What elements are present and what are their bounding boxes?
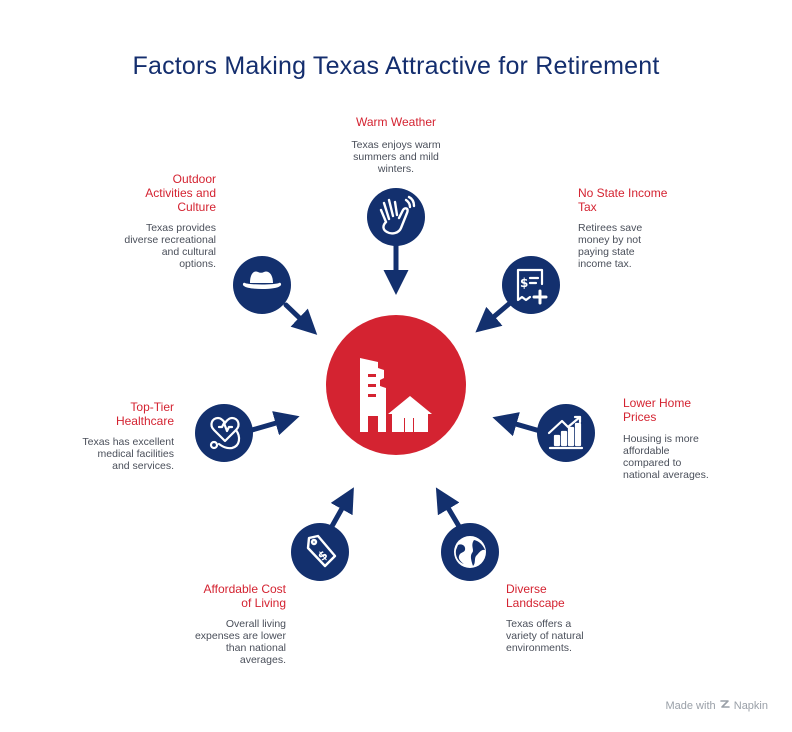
- receipt-plus-icon: $: [516, 268, 548, 305]
- node-landscape: [441, 523, 499, 581]
- arrow-landscape: [435, 487, 463, 531]
- node-home: [537, 404, 595, 462]
- footer-credit[interactable]: Made with Napkin: [665, 698, 768, 713]
- node-outdoor: [233, 256, 291, 314]
- napkin-logo-icon: [719, 698, 731, 713]
- footer-made-with: Made with: [665, 699, 716, 712]
- arrow-tax: [475, 300, 513, 333]
- stethoscope-heart-icon: [209, 416, 241, 450]
- center-hub: [326, 315, 466, 455]
- arrow-health: [249, 411, 300, 436]
- page-title: Factors Making Texas Attractive for Reti…: [132, 52, 660, 80]
- buildings-house-icon: [360, 358, 432, 432]
- node-warm: [367, 188, 425, 246]
- arrow-outdoor: [283, 302, 318, 335]
- cowboy-hat-icon: [242, 271, 282, 289]
- node-cost: $: [291, 523, 349, 581]
- factor-warm-heading: Warm Weather: [355, 115, 436, 129]
- svg-text:$: $: [520, 276, 528, 290]
- arrow-home: [492, 412, 543, 437]
- globe-icon: [454, 536, 486, 568]
- node-health: [195, 404, 253, 462]
- waving-hand-icon: [379, 195, 416, 235]
- footer-brand: Napkin: [733, 699, 768, 712]
- node-tax: $: [502, 256, 560, 314]
- house-chart-icon: [547, 415, 584, 450]
- arrow-cost: [328, 487, 354, 531]
